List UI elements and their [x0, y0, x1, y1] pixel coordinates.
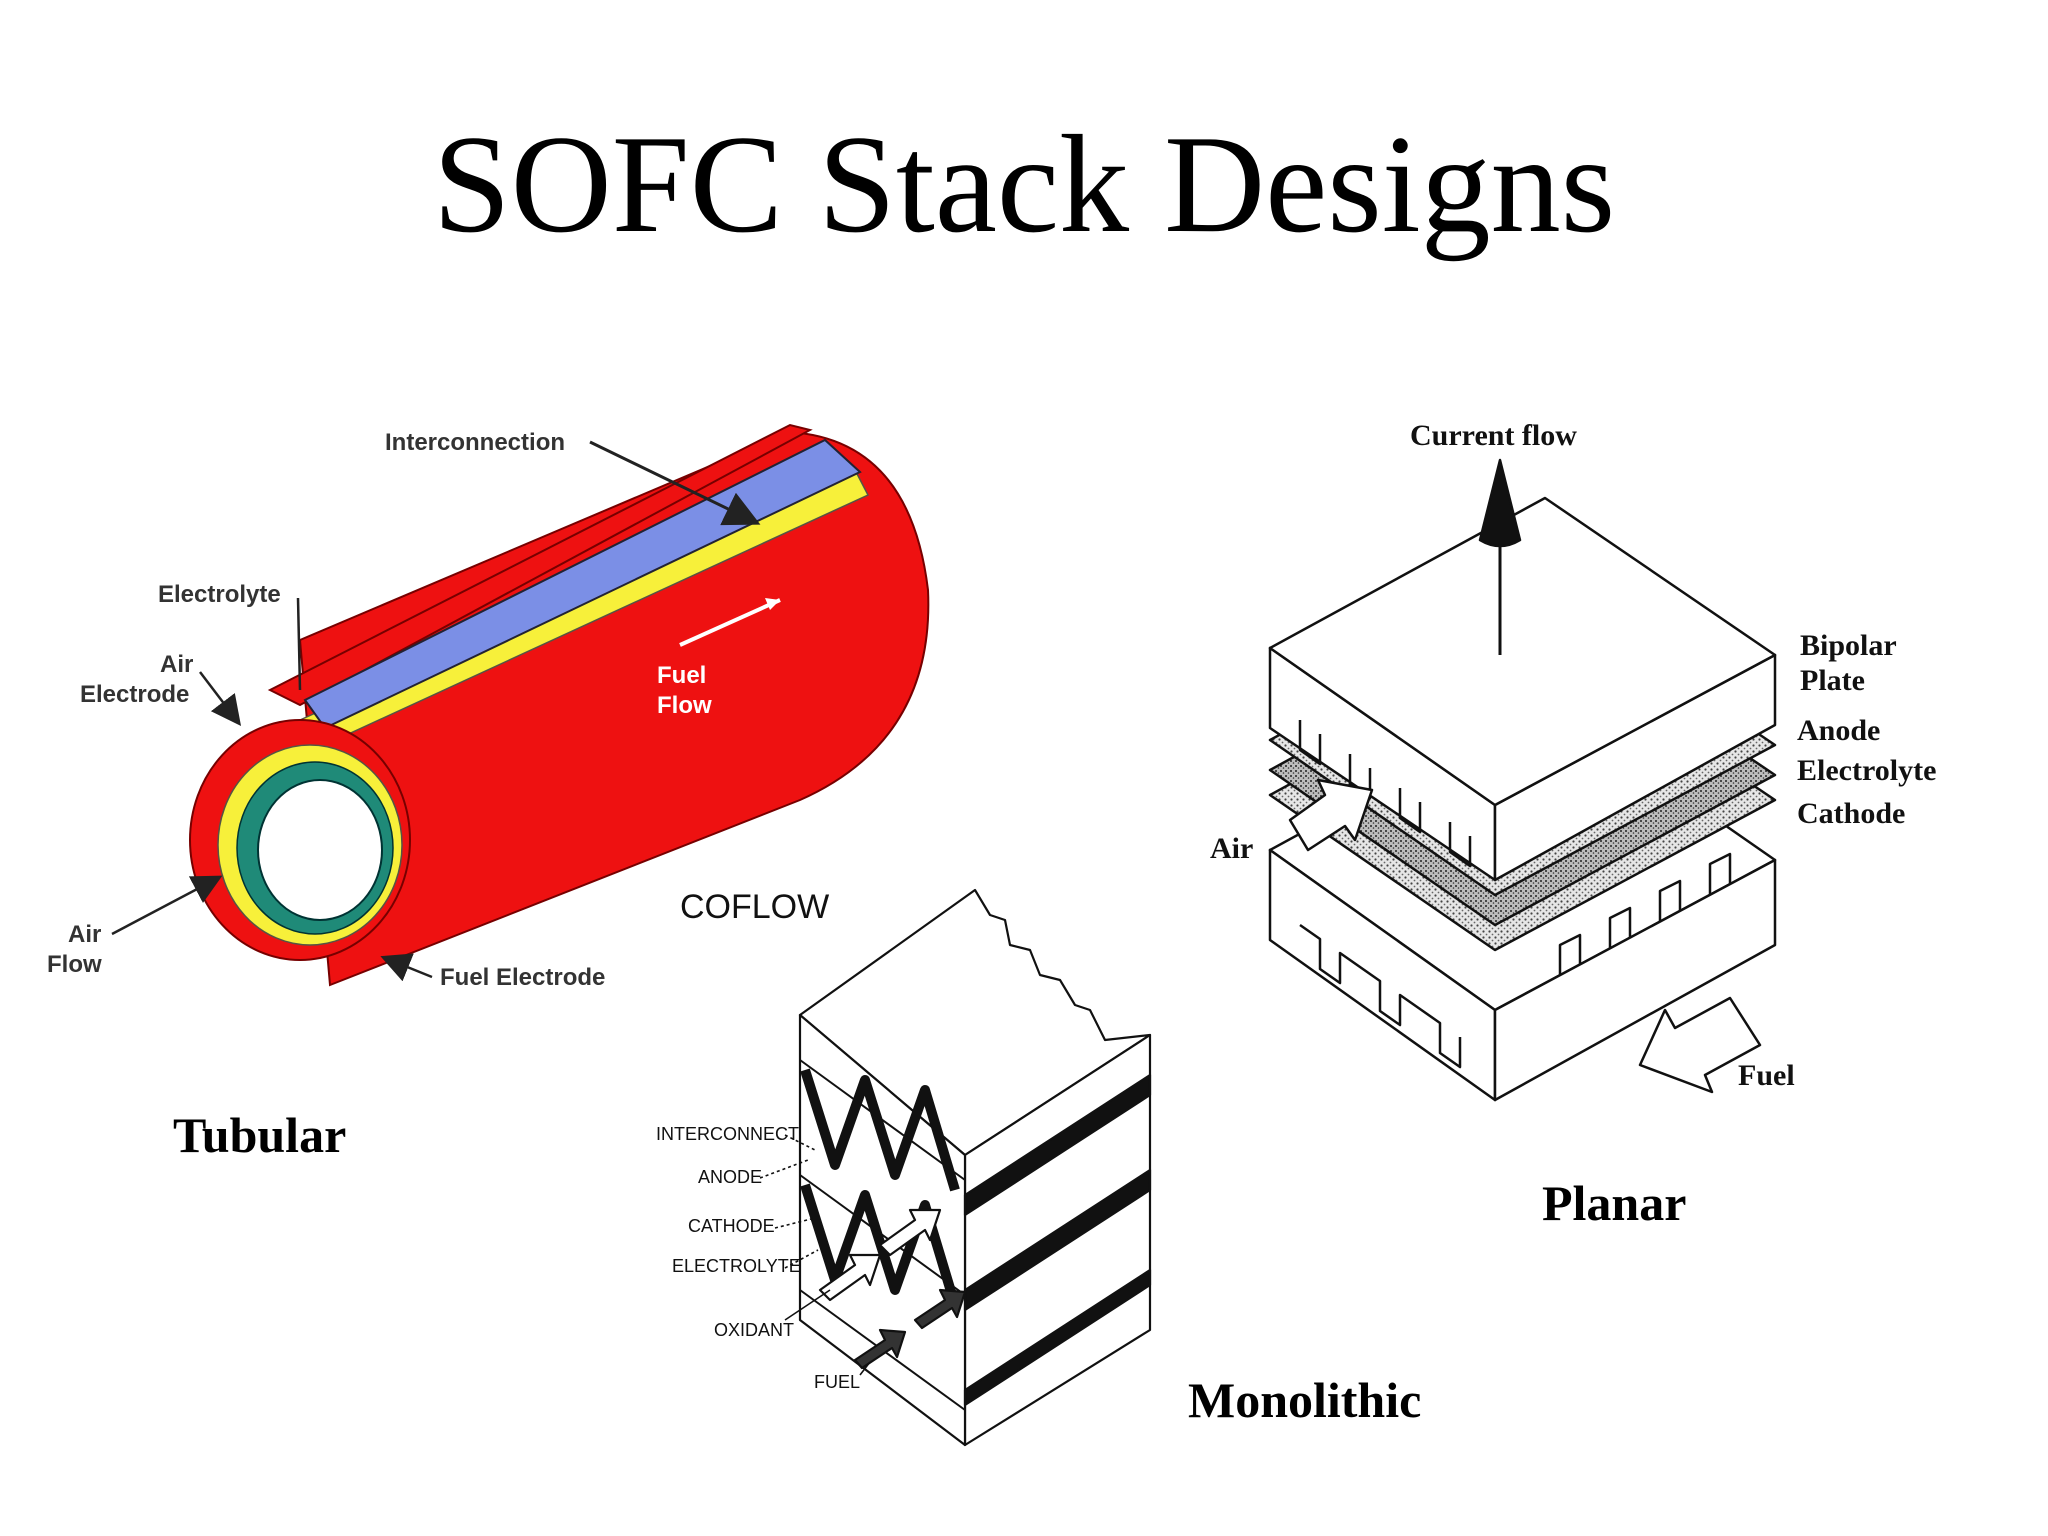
label-fuel-electrode: Fuel Electrode: [440, 964, 605, 991]
mono-oxidant-leader: [784, 1289, 831, 1321]
label-electrolyte: ELECTROLYTE: [672, 1256, 801, 1276]
tube-end-hollow: [257, 779, 383, 921]
label-interconnection: Interconnection: [385, 429, 565, 456]
label-fuel-flow-line2: Flow: [657, 692, 712, 719]
label-bipolar-line1: Bipolar: [1800, 629, 1897, 662]
mono-fuel-leader: [859, 1361, 871, 1376]
planar-bottom-front-grooves: [1299, 923, 1462, 1069]
label-air-flow-line1: Air: [68, 921, 101, 948]
air-electrode-leader: [199, 671, 242, 726]
label-cathode: CATHODE: [688, 1216, 775, 1236]
planar-bottom-grooves: [1558, 852, 1732, 975]
fuel-electrode-leader: [380, 953, 433, 982]
planar-bottom-plate-side: [1493, 858, 1777, 1102]
planar-diagram: [1268, 458, 1777, 1102]
fuel-flow-arrow: [679, 598, 781, 647]
mono-cathode-leader: [774, 1217, 816, 1229]
monolithic-labels: COFLOW INTERCONNECT ANODE CATHODE ELECTR…: [656, 888, 860, 1392]
mono-right-stripe-1: [963, 1073, 1152, 1217]
current-flow-arrowhead: [1478, 458, 1522, 548]
label-air-flow-line2: Flow: [47, 951, 102, 978]
air-flow-leader: [111, 875, 223, 936]
planar-air-arrow: [1288, 778, 1374, 852]
tube-top-ridge: [267, 423, 813, 707]
mono-oxidant-arrow-1: [818, 1253, 882, 1302]
label-air-electrode-line1: Air: [160, 651, 193, 678]
planar-labels: Current flow Bipolar Plate Anode Electro…: [1210, 419, 1936, 1092]
label-oxidant: OXIDANT: [714, 1320, 794, 1340]
label-interconnect: INTERCONNECT: [656, 1124, 799, 1144]
label-electrolyte: Electrolyte: [1797, 754, 1936, 787]
mono-left-face: [798, 1013, 967, 1447]
mono-electrolyte-leader: [784, 1249, 819, 1269]
label-fuel: FUEL: [814, 1372, 860, 1392]
label-air: Air: [1210, 832, 1253, 865]
label-anode: ANODE: [698, 1167, 762, 1187]
mono-right-stripe-2: [963, 1168, 1152, 1312]
label-air-electrode-line2: Electrode: [80, 681, 189, 708]
mono-oxidant-arrow-2: [878, 1208, 942, 1257]
mono-layer-line-2: [799, 1174, 966, 1296]
label-fuel: Fuel: [1738, 1059, 1795, 1092]
caption-monolithic: Monolithic: [1188, 1372, 1422, 1428]
slide-title: SOFC Stack Designs: [432, 107, 1616, 262]
mono-layer-line-1: [799, 1059, 966, 1181]
electrolyte-leader: [296, 597, 302, 691]
mono-anode-leader: [759, 1159, 809, 1179]
label-fuel-flow-line1: Fuel: [657, 662, 706, 689]
label-bipolar-line2: Plate: [1800, 664, 1865, 697]
mono-right-stripe-3: [963, 1268, 1152, 1407]
monolithic-diagram: [759, 888, 1152, 1447]
interconnection-leader: [589, 440, 761, 526]
mono-corrugation-upper: [800, 1068, 960, 1192]
mono-fuel-arrow-2: [913, 1288, 967, 1330]
caption-planar: Planar: [1542, 1175, 1687, 1231]
label-electrolyte: Electrolyte: [158, 581, 281, 608]
planar-top-plate-top: [1268, 496, 1777, 807]
label-coflow: COFLOW: [680, 888, 829, 926]
label-cathode: Cathode: [1797, 797, 1905, 830]
planar-fuel-arrow: [1638, 996, 1762, 1094]
label-anode: Anode: [1797, 714, 1880, 747]
tubular-diagram: Interconnection Electrolyte Air Electrod…: [47, 423, 930, 991]
tube-fuel-electrode-body: [298, 430, 930, 987]
label-current-flow: Current flow: [1410, 419, 1577, 452]
caption-tubular: Tubular: [173, 1107, 347, 1163]
